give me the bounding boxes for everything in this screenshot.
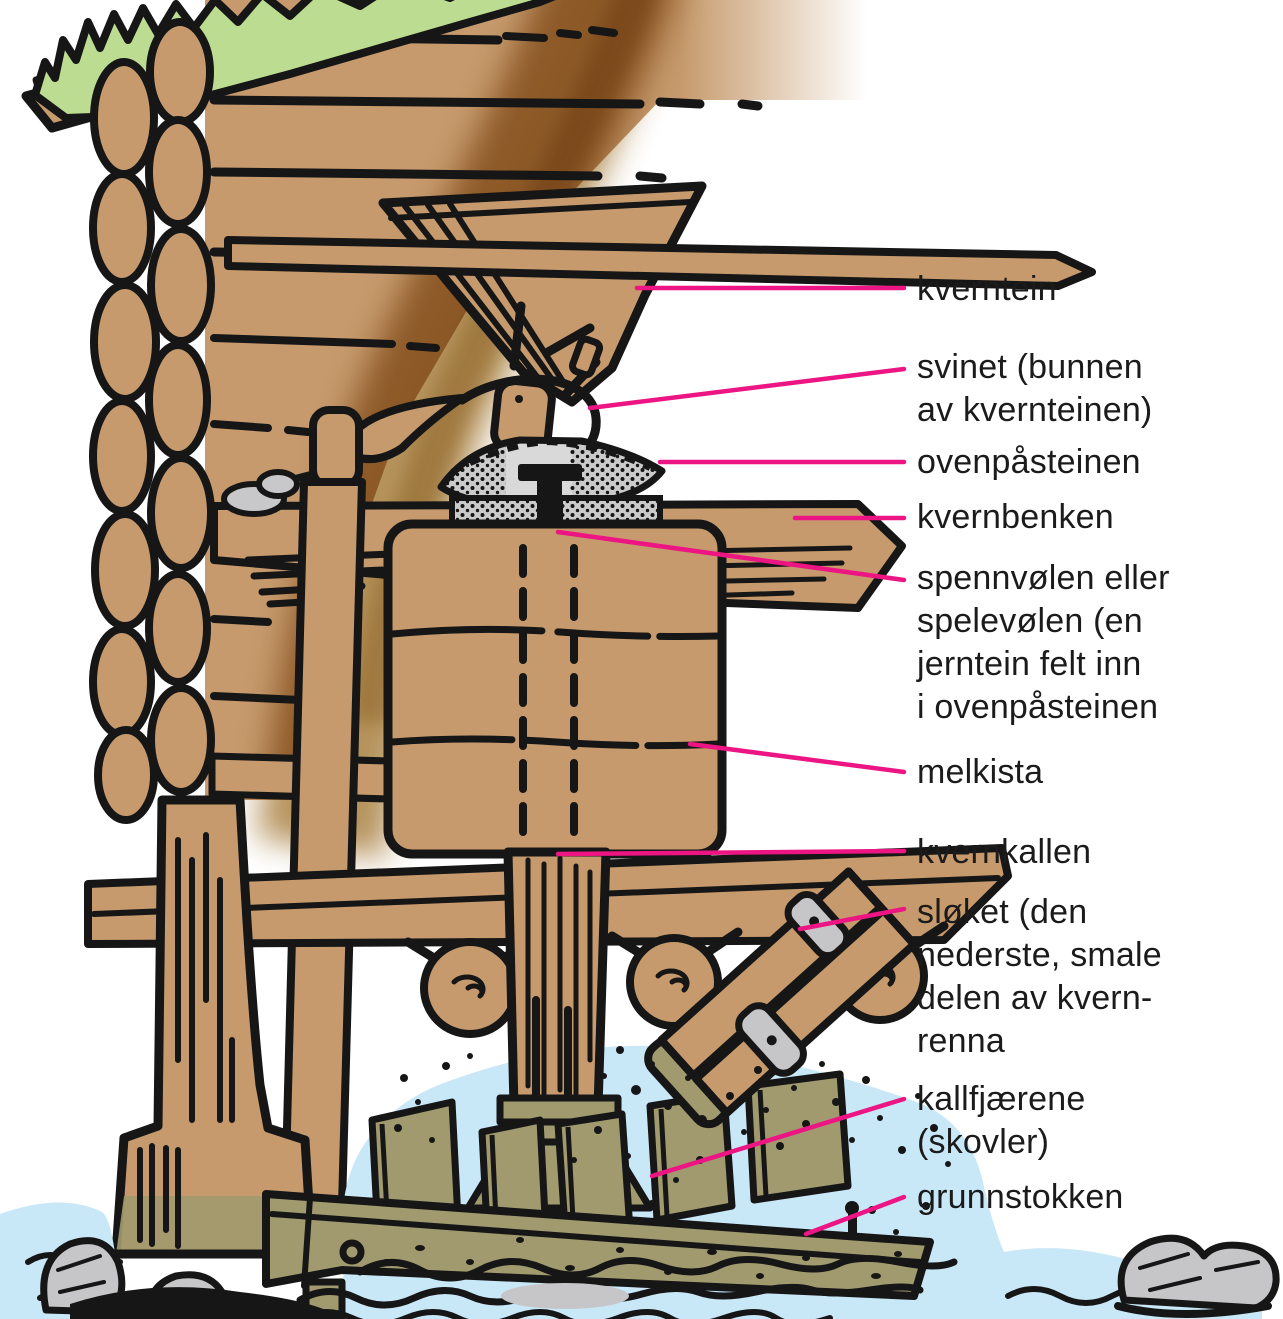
label-kvernbenken: kvernbenken (917, 498, 1114, 536)
water-spray (394, 1046, 951, 1235)
leader-spennvoelen (555, 529, 907, 583)
label-kallfjaerene: kallfjærene (skovler) (917, 1080, 1086, 1161)
label-grunnstokken: grunnstokken (917, 1178, 1124, 1216)
leader-kvernkallen (555, 848, 907, 857)
trunk-foot (111, 795, 317, 1259)
hidden-shaft-dashes (519, 544, 578, 850)
rocks (40, 1234, 1280, 1319)
leader-sloeket (797, 906, 907, 932)
label-spennvoelen: spennvølen eller spelevølen (en jerntein… (917, 559, 1170, 726)
beam-bolt (845, 1201, 859, 1236)
corner-log-column (89, 18, 215, 824)
bench-stone (256, 469, 300, 499)
leader-melkista (687, 741, 907, 775)
wall-plank (224, 236, 1096, 290)
mill-shaft (503, 847, 611, 1113)
label-ovenpaasteinen: ovenpåsteinen (917, 443, 1141, 481)
ground-beam (262, 1190, 934, 1319)
label-melkista: melkista (917, 753, 1044, 791)
meal-chest (383, 519, 727, 859)
label-sloeket: sløket (den nederste, smale delen av kve… (917, 893, 1162, 1060)
label-kverntein: kverntein (917, 270, 1057, 308)
grain-hopper (378, 181, 707, 407)
leader-lines (555, 285, 907, 1237)
leader-grunnstokken (803, 1194, 907, 1237)
label-svinet: svinet (bunnen av kvernteinen) (917, 348, 1153, 429)
leader-kallfjaerene (649, 1096, 907, 1179)
foot-shadow (70, 1287, 338, 1319)
leader-svinet (587, 366, 907, 411)
label-kvernkallen: kvernkallen (917, 833, 1092, 871)
